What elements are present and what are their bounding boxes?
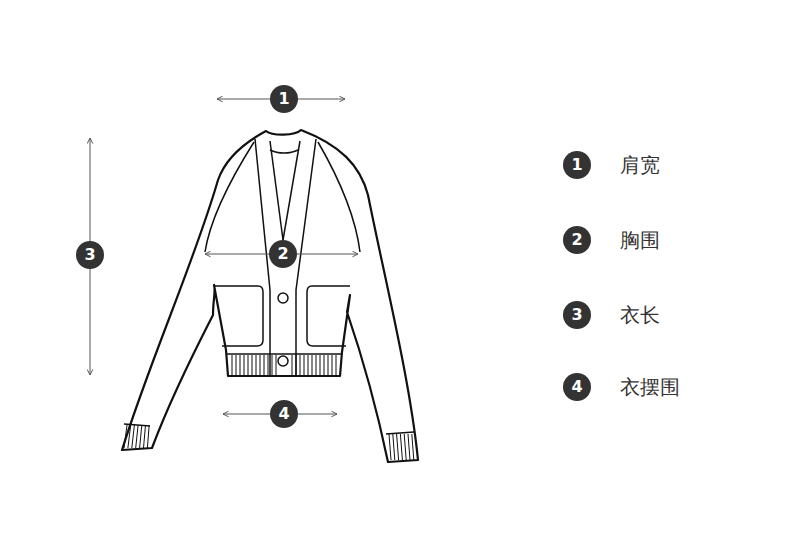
rib-stroke [324,355,325,375]
button [278,356,288,366]
button [278,293,288,303]
measurement-name: 胸围 [620,228,660,252]
left-collar-inner [270,141,283,240]
rib-stroke [147,425,149,448]
callout-number-text: 3 [84,247,95,263]
callout-number: 4 [563,373,591,401]
rib-stroke [308,355,309,375]
left-raglan-seam [205,142,254,252]
callout-number: 2 [563,226,591,254]
rib-stroke [276,355,277,375]
rib-stroke [400,434,402,460]
rib-stroke [132,425,135,448]
rib-stroke [304,355,305,375]
right-collar-outer [296,139,316,376]
right-raglan-seam [318,142,360,252]
rib-stroke [292,355,293,375]
right-pocket [307,286,350,346]
garment [122,130,418,462]
measurement-name: 肩宽 [620,153,660,177]
rib-stroke [412,434,414,460]
measurement-name: 衣长 [620,303,660,327]
rib-stroke [136,425,138,448]
rib-stroke [236,355,237,375]
callout-number-text: 1 [571,157,582,173]
callout-number-text: 1 [278,91,289,107]
callout-number: 3 [563,301,591,329]
rib-stroke [272,355,273,375]
callout-number: 1 [270,85,298,113]
left-cuff-top [124,424,150,426]
rib-stroke [300,355,301,375]
callout-number-text: 4 [278,406,289,422]
callout-number-text: 2 [571,232,582,248]
callout-number: 1 [563,151,591,179]
callout-number-text: 3 [571,307,582,323]
garment-details [124,139,414,434]
hem-rib-top [227,353,341,355]
rib-stroke [332,355,333,375]
rib-stroke [240,355,241,375]
inner-neckline [270,150,298,153]
rib-stroke [408,434,410,460]
rib-stroke [244,355,245,375]
rib-stroke [312,355,313,375]
rib-stroke [124,425,127,448]
rib-stroke [252,355,253,375]
rib-stroke [404,434,406,460]
rib-stroke [389,434,391,460]
rib-stroke [248,355,249,375]
rib-stroke [232,355,233,375]
rib-stroke [397,434,399,460]
rib-stroke [320,355,321,375]
left-pocket [214,286,263,346]
rib-stroke [393,434,395,460]
rib-stroke [144,425,146,448]
rib-stroke [128,425,131,448]
rib-stroke [328,355,329,375]
rib-stroke [316,355,317,375]
callout-number: 4 [270,400,298,428]
callout-number-text: 4 [571,379,582,395]
rib-stroke [140,425,142,448]
rib-knit [124,355,414,460]
measurement-name: 衣摆围 [620,375,680,399]
right-cuff-top [386,432,414,434]
rib-stroke [336,355,337,375]
rib-stroke [260,355,261,375]
rib-stroke [296,355,297,375]
rib-stroke [264,355,265,375]
rib-stroke [256,355,257,375]
garment-outline [122,130,418,462]
callout-number: 3 [76,241,104,269]
callout-number: 2 [269,240,297,268]
rib-stroke [268,355,269,375]
callout-number-text: 2 [277,246,288,262]
right-collar-inner [283,141,300,240]
